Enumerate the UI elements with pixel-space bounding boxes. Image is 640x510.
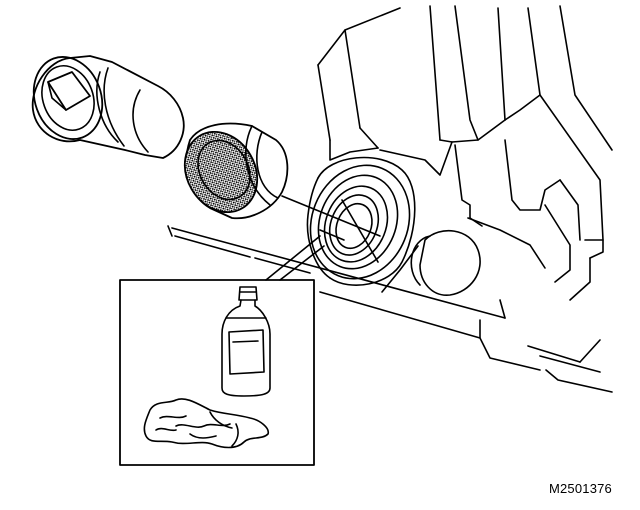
alignment-line	[281, 195, 381, 237]
callout-box	[119, 279, 315, 466]
engine-block-housing	[167, 5, 613, 393]
figure-code: M2501376	[548, 481, 612, 496]
oil-seal	[183, 122, 289, 220]
cleaning-rag	[143, 398, 270, 449]
callout-leader	[265, 235, 325, 281]
lubricant-bottle	[221, 286, 271, 397]
socket-wrench-tool	[31, 55, 185, 159]
seal-bore	[309, 164, 411, 280]
